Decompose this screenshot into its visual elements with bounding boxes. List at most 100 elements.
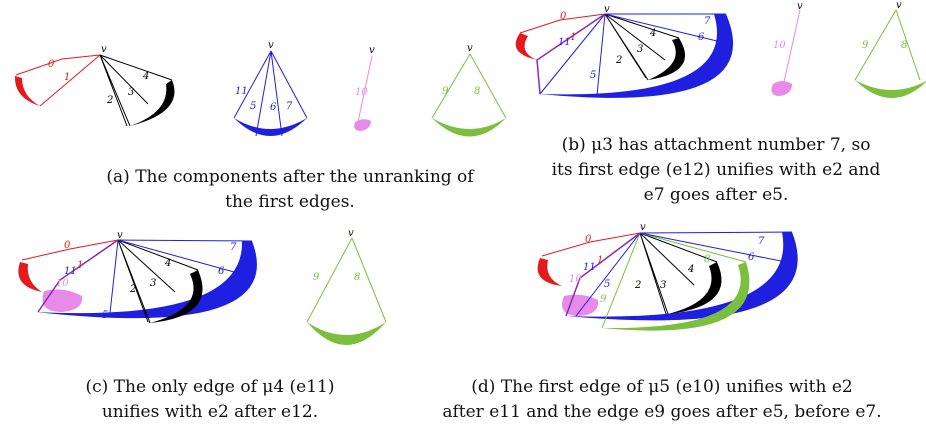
caption-b: (b) μ3 has attachment number 7, so its f… [510, 133, 922, 208]
edge-label-3: 3 [660, 280, 666, 291]
black-crescent [150, 270, 203, 323]
pink-edge-10 [783, 9, 801, 83]
caption-d: (d) The first edge of μ5 (e10) unifies w… [400, 375, 924, 425]
merged-edge-1-11-10 [565, 232, 641, 317]
edge-label-3: 3 [150, 278, 156, 289]
edge-label-0: 0 [48, 59, 55, 70]
green-crescent [855, 80, 926, 98]
panel-b-diagram: v 0 11 1 2 3 4 5 6 7 v 10 v 9 8 [515, 0, 926, 98]
edge-label-5: 5 [102, 310, 108, 321]
edge-label-10: 10 [355, 87, 368, 98]
edge-label-7: 7 [758, 236, 765, 247]
edge-label-8: 8 [901, 40, 907, 51]
caption-c-line-2: unifies with e2 after e12. [101, 402, 319, 422]
edge-label-1: 1 [64, 72, 70, 83]
blue-crescent [540, 14, 734, 98]
edge-label-8: 8 [474, 86, 480, 97]
edge-label-8: 8 [354, 272, 360, 283]
vertex-v: v [348, 228, 354, 239]
caption-d-line-1: (d) The first edge of μ5 (e10) unifies w… [471, 377, 853, 397]
vertex-v: v [117, 230, 123, 241]
component-black: 2 3 4 [99, 54, 175, 127]
caption-c-line-1: (c) The only edge of μ4 (e11) [85, 377, 335, 397]
red-crescent [515, 33, 537, 60]
edge-label-1: 1 [77, 260, 83, 271]
green-crescent [432, 118, 506, 137]
caption-a-line-1: (a) The components after the unranking o… [106, 167, 474, 187]
caption-a: (a) The components after the unranking o… [80, 165, 500, 215]
red-edge-0 [15, 54, 101, 76]
black-edges [604, 13, 680, 81]
edge-label-4: 4 [164, 258, 171, 269]
edge-label-11: 11 [235, 86, 248, 97]
blue-crescent [36, 241, 257, 319]
panel-d-diagram: v 0 11 1 10 5 9 2 3 4 8 6 7 [537, 222, 798, 331]
edge-label-0: 0 [585, 234, 592, 245]
green-edges [601, 232, 747, 329]
edge-label-0: 0 [64, 240, 71, 251]
edge-label-7: 7 [286, 101, 293, 112]
red-edge-0 [519, 13, 606, 34]
edge-label-11: 11 [558, 37, 571, 48]
edge-label-5: 5 [590, 70, 596, 81]
edge-label-2: 2 [129, 284, 136, 295]
black-edges [99, 54, 173, 127]
red-edge-0 [21, 239, 119, 261]
red-edge-1 [39, 54, 101, 107]
red-crescent [18, 262, 42, 292]
edge-label-6: 6 [218, 266, 225, 277]
red-edge-0 [541, 232, 641, 257]
vertex-v: v [467, 43, 473, 54]
green-edges [431, 53, 507, 119]
caption-b-line-2: its first edge (e12) unifies with e2 and [551, 160, 881, 180]
component-green: v 9 8 [431, 43, 507, 137]
black-crescent [668, 262, 722, 314]
pink-blob [562, 294, 599, 316]
edge-label-11: 11 [583, 262, 596, 273]
green-edges [854, 9, 921, 81]
blue-edges [539, 13, 726, 96]
component-blue: v 11 5 6 7 [233, 40, 308, 137]
edge-label-8: 8 [704, 254, 710, 265]
edge-label-10: 10 [773, 40, 786, 51]
edge-label-3: 3 [128, 87, 134, 98]
edge-label-1: 1 [570, 32, 576, 43]
merged-edge-1-11-10 [37, 239, 119, 313]
edge-label-9: 9 [862, 40, 869, 51]
green-crescent [307, 322, 386, 345]
caption-c: (c) The only edge of μ4 (e11) unifies wi… [60, 375, 360, 425]
edge-label-5: 5 [250, 101, 256, 112]
caption-d-line-2: after e11 and the edge e9 goes after e5,… [442, 402, 882, 422]
edge-label-4: 4 [649, 28, 656, 39]
edge-label-4: 4 [142, 71, 149, 82]
edge-label-11: 11 [64, 266, 77, 277]
merged-edge-1-11 [536, 13, 606, 95]
vertex-v: v [797, 1, 803, 12]
edge-label-6: 6 [270, 102, 277, 113]
component-green: v 9 8 [854, 0, 926, 98]
pink-blob [354, 119, 371, 131]
pink-blob [42, 289, 83, 312]
edge-label-9: 9 [313, 272, 320, 283]
edge-label-7: 7 [704, 16, 711, 27]
component-pink: v 10 [354, 45, 375, 131]
caption-a-line-2: the first edges. [225, 192, 355, 212]
edge-label-9: 9 [600, 294, 607, 305]
component-red: 0 1 [14, 54, 101, 107]
edge-label-9: 9 [442, 86, 449, 97]
blue-edges [109, 239, 253, 314]
edge-label-10: 10 [569, 274, 582, 285]
edge-label-10: 10 [56, 278, 69, 289]
caption-b-line-1: (b) μ3 has attachment number 7, so [561, 135, 871, 155]
vertex-v: v [896, 0, 902, 11]
vertex-v: v [604, 4, 610, 15]
blue-edges [575, 231, 793, 317]
black-crescent [648, 38, 686, 80]
edge-label-2: 2 [634, 280, 641, 291]
black-edges [639, 232, 718, 315]
panel-c-diagram: v 0 11 1 10 2 3 4 5 6 7 v 9 8 [18, 228, 387, 345]
black-crescent [130, 80, 175, 126]
edge-label-2: 2 [106, 95, 113, 106]
blue-crescent [234, 118, 307, 136]
